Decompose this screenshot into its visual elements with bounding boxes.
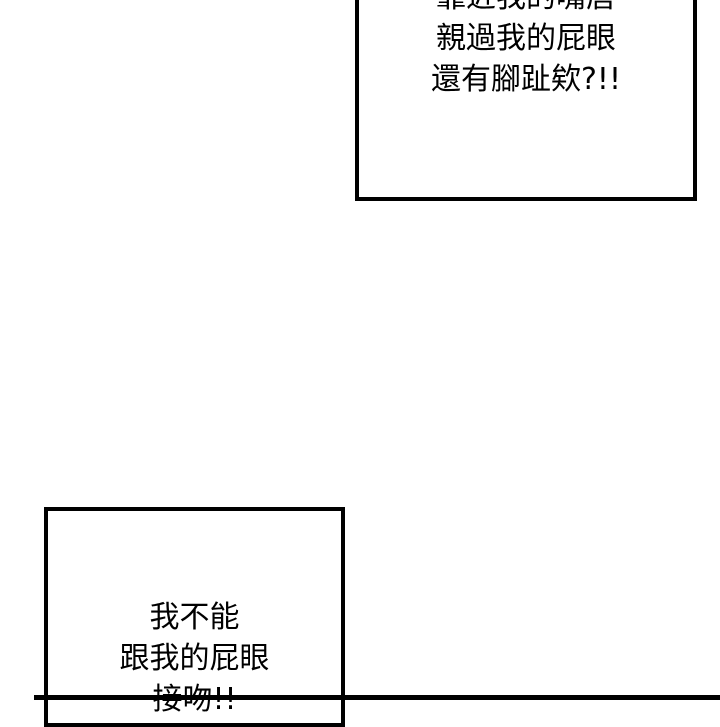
speech-panel-top: 靠近我的嘴唇 親過我的屁眼 還有腳趾欸?!!: [355, 0, 697, 201]
speech-line: 靠近我的嘴唇: [359, 0, 693, 18]
speech-line: 跟我的屁眼: [119, 641, 270, 676]
speech-text-bottom: 我不能 跟我的屁眼 接吻!!: [48, 597, 341, 720]
speech-line: 親過我的屁眼: [436, 21, 616, 56]
speech-panel-bottom: 我不能 跟我的屁眼 接吻!!: [44, 507, 345, 727]
speech-text-top: 靠近我的嘴唇 親過我的屁眼 還有腳趾欸?!!: [359, 0, 693, 100]
speech-line: 我不能: [149, 600, 240, 635]
panel-border-line: [34, 695, 720, 700]
speech-line: 還有腳趾欸?!!: [431, 62, 621, 97]
